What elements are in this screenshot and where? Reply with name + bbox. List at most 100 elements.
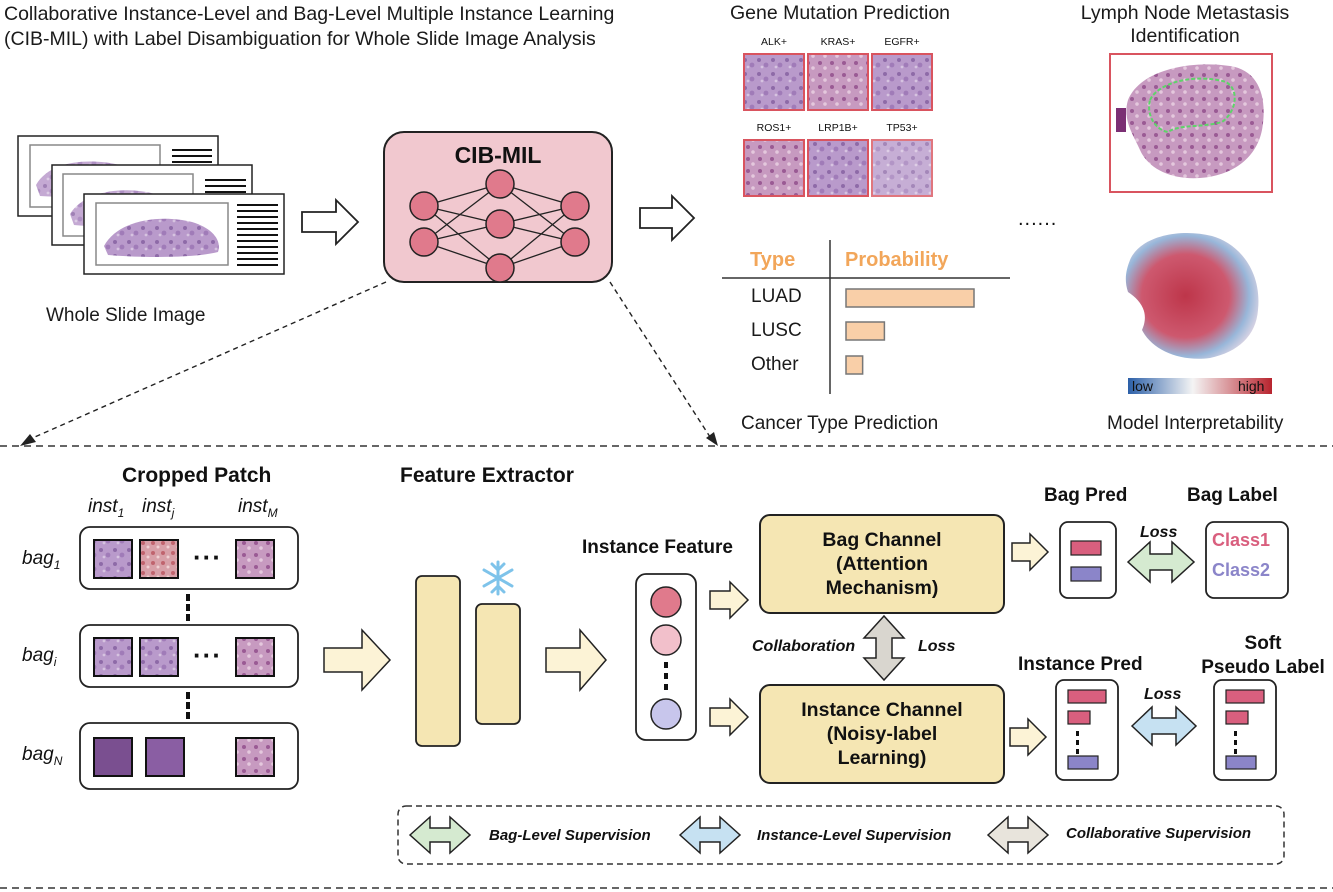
cancer-table-lines <box>722 240 1010 394</box>
soft-pseudo-label-box <box>1213 679 1277 781</box>
instance-channel-label: Instance Channel (Noisy-label Learning) <box>760 698 1004 770</box>
soft-pseudo-label-header: Soft Pseudo Label <box>1196 632 1330 680</box>
legend-instance-level: Instance-Level Supervision <box>757 827 952 844</box>
bag-channel-line2: (Attention <box>835 553 929 575</box>
cancer-type-caption: Cancer Type Prediction <box>741 413 939 434</box>
horizontal-dots-rowi: ··· <box>193 640 222 670</box>
nn-node <box>409 227 439 257</box>
lymph-node-header-line2: Identification <box>1130 25 1240 47</box>
probability-bar-lusc <box>845 321 886 341</box>
bag-label-header: Bag Label <box>1187 485 1278 506</box>
ellipsis: ...... <box>1018 208 1058 230</box>
instance-channel-line3: Learning) <box>837 747 927 769</box>
nn-node <box>409 191 439 221</box>
bag-loss-label: Loss <box>1140 524 1178 541</box>
horizontal-dots-row1: ··· <box>193 542 222 572</box>
wsi-card-front <box>83 193 285 275</box>
gene-label-ros1: ROS1+ <box>756 122 792 134</box>
bag-label-n: bagN <box>22 744 63 768</box>
figure-title-line1: Collaborative Instance-Level and Bag-Lev… <box>4 3 615 25</box>
table-header-probability: Probability <box>845 249 949 271</box>
bag-label-box <box>1205 521 1289 599</box>
bag-pred-box <box>1059 521 1117 599</box>
heatmap-low-label: low <box>1132 378 1154 394</box>
bag-channel-label: Bag Channel (Attention Mechanism) <box>760 528 1004 600</box>
gene-label-alk: ALK+ <box>761 36 787 48</box>
collaboration-loss-label: Loss <box>918 638 956 655</box>
legend-blue-arrow <box>678 815 742 855</box>
vertical-dots <box>186 594 190 719</box>
probability-bars <box>845 288 975 375</box>
heatmap-image <box>1125 233 1272 394</box>
table-row-luad: LUAD <box>751 286 802 307</box>
wsi-label: Whole Slide Image <box>46 305 206 326</box>
snowflake-icon <box>482 560 514 596</box>
gene-label-kras: KRAS+ <box>820 36 856 48</box>
zoom-lines <box>27 281 713 441</box>
nn-node <box>560 227 590 257</box>
instance-feature-label: Instance Feature <box>582 537 733 558</box>
collaboration-arrow <box>862 614 906 682</box>
collaboration-label: Collaboration <box>752 638 856 655</box>
feature-extractor <box>415 575 521 747</box>
class1-label: Class1 <box>1212 530 1271 550</box>
arrow-wsi-to-model <box>301 197 360 247</box>
model-box <box>383 131 613 283</box>
inst-label-1: inst1 <box>88 496 125 520</box>
figure-title: Collaborative Instance-Level and Bag-Lev… <box>4 2 704 52</box>
arrow-bags-to-extractor <box>323 628 392 692</box>
class2-label: Class2 <box>1212 560 1271 580</box>
bag-label-1: bag1 <box>22 548 61 572</box>
inst-label-j: instj <box>142 496 175 520</box>
heatmap-high-label: high <box>1238 378 1265 394</box>
legend-box <box>397 805 1285 865</box>
gene-label-lrp1b: LRP1B+ <box>818 122 858 134</box>
instance-channel-box <box>759 684 1005 784</box>
table-header-type: Type <box>750 249 796 271</box>
model-name: CIB-MIL <box>454 142 542 168</box>
figure-title-line2: (CIB-MIL) with Label Disambiguation for … <box>4 28 596 50</box>
heatmap-colorbar <box>1128 378 1272 394</box>
legend-collaborative: Collaborative Supervision <box>1066 825 1252 842</box>
legend-bag-level: Bag-Level Supervision <box>489 827 651 844</box>
gene-label-tp53: TP53+ <box>886 122 918 134</box>
bag-loss-arrow <box>1126 540 1196 584</box>
bag-patches <box>93 539 275 777</box>
probability-bar-other <box>845 355 864 375</box>
cropped-patch-header: Cropped Patch <box>122 464 272 487</box>
instance-pred-box <box>1055 679 1119 781</box>
soft-pseudo-line1: Soft <box>1244 633 1282 654</box>
inst-label-m: instM <box>238 496 278 520</box>
instance-feature-column <box>635 573 697 741</box>
arrow-model-to-outputs <box>639 193 696 243</box>
instance-pred-label: Instance Pred <box>1018 654 1143 675</box>
arrow-extractor-to-features <box>545 627 607 693</box>
bag-pred-label: Bag Pred <box>1044 485 1128 506</box>
bag-channel-line1: Bag Channel <box>822 529 942 551</box>
arrow-to-instance-pred <box>1009 717 1048 757</box>
lymph-node-image <box>1109 53 1273 193</box>
bag-channel-line3: Mechanism) <box>825 577 939 599</box>
probability-bar-luad <box>845 288 975 308</box>
wsi-stack <box>17 135 285 275</box>
soft-pseudo-line2: Pseudo Label <box>1201 657 1325 678</box>
gene-label-egfr: EGFR+ <box>884 36 920 48</box>
arrow-to-bag-pred <box>1011 532 1050 572</box>
lymph-node-header: Lymph Node Metastasis Identification <box>1040 2 1330 48</box>
instance-channel-line2: (Noisy-label <box>826 723 938 745</box>
instance-loss-arrow <box>1130 705 1198 747</box>
zoom-arrowhead-right <box>706 432 718 446</box>
table-row-other: Other <box>751 354 799 375</box>
nn-node <box>485 169 515 199</box>
bag-channel-box <box>759 514 1005 614</box>
instance-loss-label: Loss <box>1144 686 1182 703</box>
lymph-node-header-line1: Lymph Node Metastasis <box>1080 2 1290 24</box>
feature-extractor-header: Feature Extractor <box>400 464 574 487</box>
nn-node <box>485 209 515 239</box>
nn-node <box>485 253 515 283</box>
instance-channel-line1: Instance Channel <box>801 699 963 721</box>
gene-mutation-header: Gene Mutation Prediction <box>729 2 951 24</box>
zoom-arrowhead-left <box>20 434 36 446</box>
gene-tiles <box>743 53 933 197</box>
